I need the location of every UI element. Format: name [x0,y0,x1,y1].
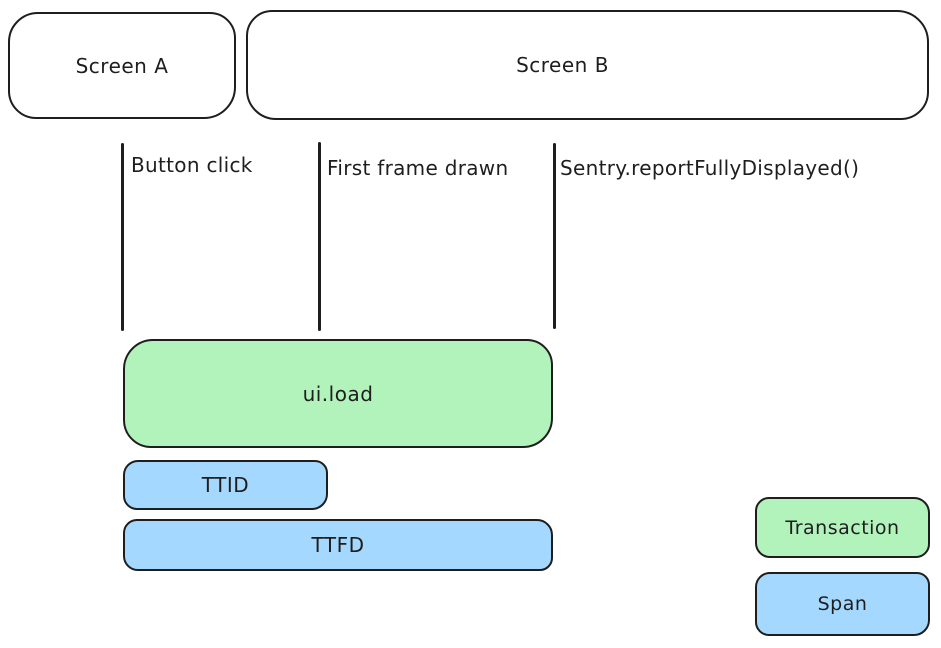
legend-transaction-label: Transaction [785,516,900,539]
span-bar-ttfd: TTFD [123,519,553,571]
legend-span: Span [755,572,930,636]
ttid-label: TTID [201,473,250,497]
legend-transaction: Transaction [755,497,930,558]
screen-a-label: Screen A [75,53,169,78]
ui-load-label: ui.load [302,381,374,406]
marker-label-first-frame-drawn: First frame drawn [327,156,509,180]
screen-b-label: Screen B [516,53,609,77]
marker-line-report-fully-displayed [553,143,556,329]
marker-line-first-frame-drawn [318,142,321,331]
transaction-bar-ui-load: ui.load [123,339,553,448]
marker-label-report-fully-displayed: Sentry.reportFullyDisplayed() [560,156,860,180]
ttfd-label: TTFD [311,533,365,557]
span-bar-ttid: TTID [123,460,328,510]
marker-label-button-click: Button click [131,153,253,177]
marker-line-button-click [121,143,124,331]
legend-span-label: Span [817,593,868,615]
screen-b-box: Screen B [246,10,929,120]
screen-a-box: Screen A [8,12,236,119]
